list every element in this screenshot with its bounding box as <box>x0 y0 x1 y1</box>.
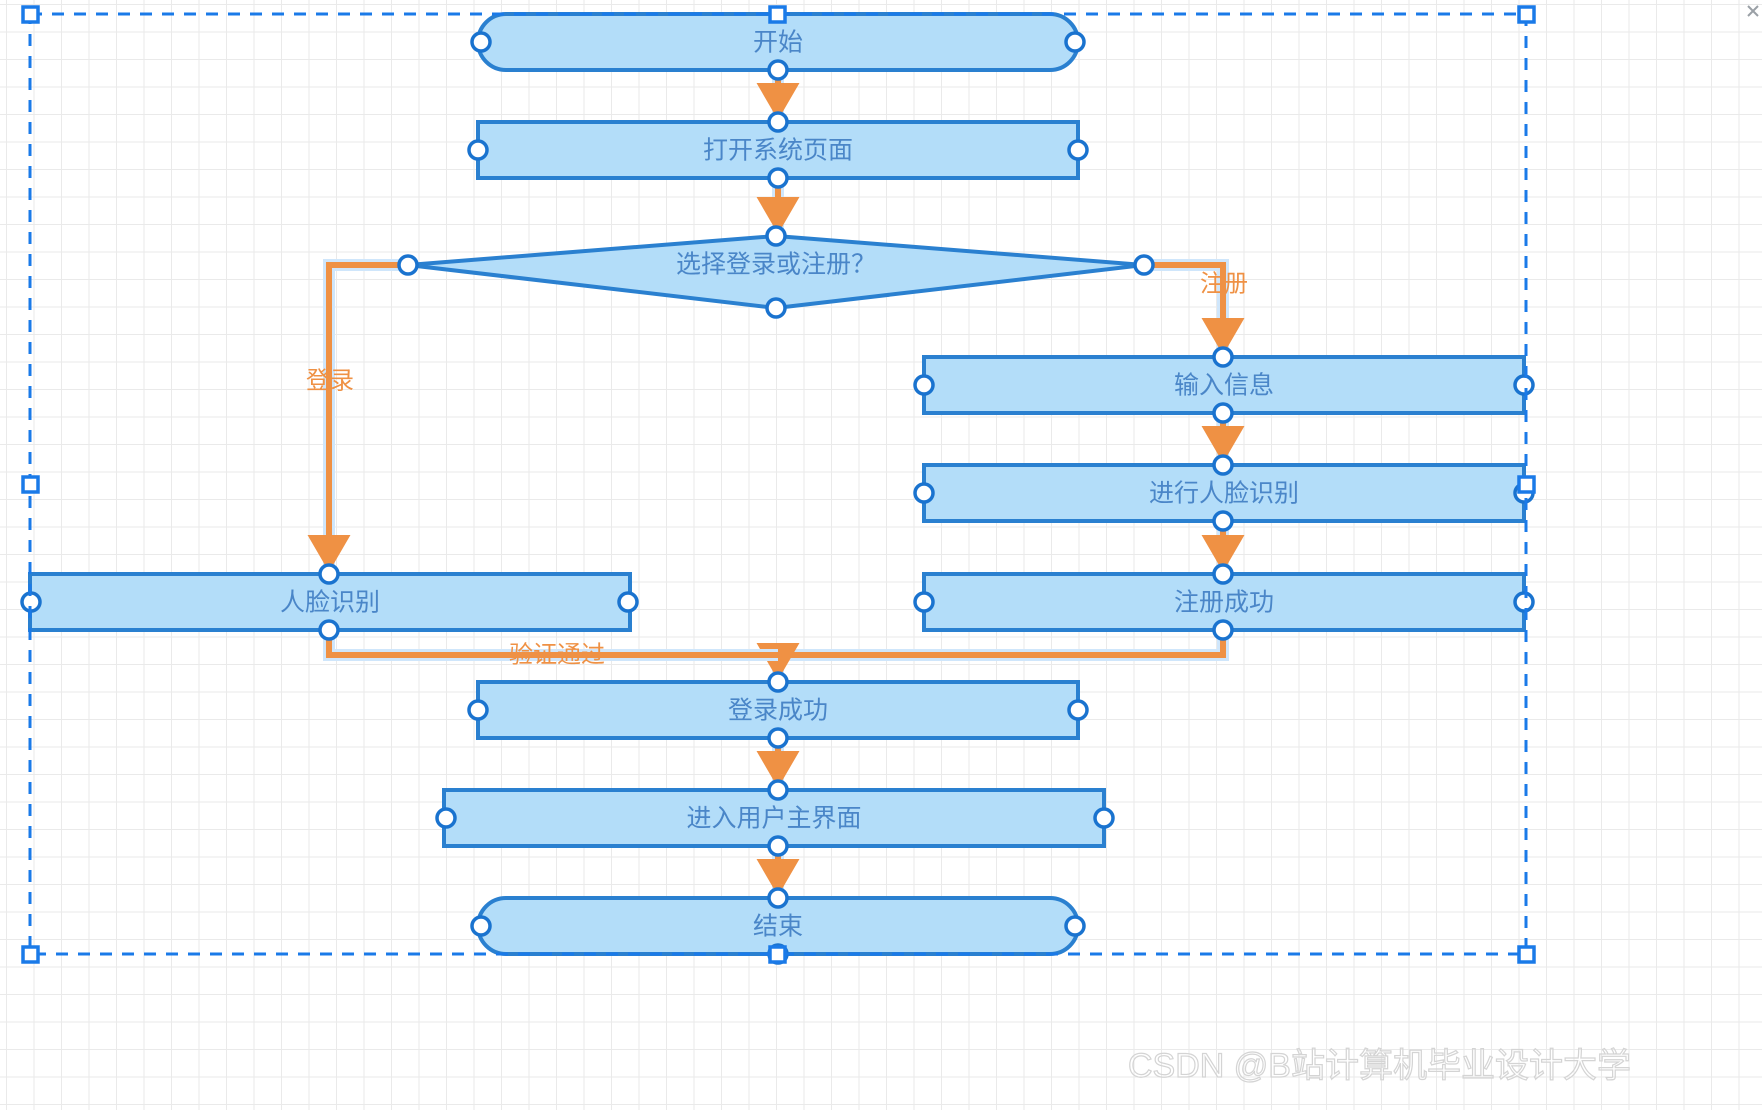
port-input-left[interactable] <box>913 374 935 396</box>
port-input-bottom[interactable] <box>1212 402 1234 424</box>
port-facelogin-top[interactable] <box>318 563 340 585</box>
port-openpage-left[interactable] <box>467 139 489 161</box>
port-regok-right[interactable] <box>1513 591 1535 613</box>
node-input-info-label: 输入信息 <box>1174 372 1274 400</box>
port-mainui-right[interactable] <box>1093 807 1115 829</box>
port-facereg-bottom[interactable] <box>1212 510 1234 532</box>
port-input-top[interactable] <box>1212 346 1234 368</box>
port-start-right[interactable] <box>1064 31 1086 53</box>
node-input-info[interactable]: 输入信息 <box>913 346 1535 424</box>
node-register-success-label: 注册成功 <box>1174 589 1274 617</box>
port-decide-bottom[interactable] <box>765 297 787 319</box>
port-end-right[interactable] <box>1064 915 1086 937</box>
port-loginok-top[interactable] <box>767 671 789 693</box>
port-input-right[interactable] <box>1513 374 1535 396</box>
port-loginok-right[interactable] <box>1067 699 1089 721</box>
nodes-layer[interactable]: 开始 打开系统页面 选择登录或注册？ <box>20 12 1535 965</box>
selection-frame[interactable] <box>21 5 1536 964</box>
port-regok-bottom[interactable] <box>1212 619 1234 641</box>
port-mainui-top[interactable] <box>767 779 789 801</box>
node-end-label: 结束 <box>753 913 803 941</box>
node-open-system-page-label: 打开系统页面 <box>703 137 853 165</box>
port-start-left[interactable] <box>470 31 492 53</box>
port-mainui-bottom[interactable] <box>767 835 789 857</box>
port-start-bottom[interactable] <box>767 59 789 81</box>
selection-handle-middle-right[interactable] <box>1517 475 1536 494</box>
selection-handle-top-right[interactable] <box>1517 5 1536 24</box>
edge-face-login-to-login-success[interactable]: 验证通过 <box>323 630 778 668</box>
port-facereg-top[interactable] <box>1212 454 1234 476</box>
selection-handle-bottom-left[interactable] <box>21 945 40 964</box>
selection-handle-bottom-right[interactable] <box>1517 945 1536 964</box>
port-loginok-left[interactable] <box>467 699 489 721</box>
node-start[interactable]: 开始 <box>470 12 1086 81</box>
node-perform-face-recognition[interactable]: 进行人脸识别 <box>913 454 1535 532</box>
node-enter-main-ui[interactable]: 进入用户主界面 <box>435 779 1115 857</box>
node-perform-face-recognition-label: 进行人脸识别 <box>1149 480 1299 508</box>
node-face-login-label: 人脸识别 <box>280 589 380 617</box>
node-login-success-label: 登录成功 <box>728 697 828 725</box>
edge-label-verified: 验证通过 <box>509 641 605 668</box>
port-end-top[interactable] <box>767 887 789 909</box>
port-openpage-top[interactable] <box>767 111 789 133</box>
port-decide-left[interactable] <box>397 254 419 276</box>
port-end-left[interactable] <box>470 915 492 937</box>
port-facelogin-right[interactable] <box>617 591 639 613</box>
node-decision-label: 选择登录或注册？ <box>676 251 876 279</box>
node-login-success[interactable]: 登录成功 <box>467 671 1089 749</box>
port-regok-top[interactable] <box>1212 563 1234 585</box>
edge-decide-to-face-login[interactable]: 登录 <box>306 259 408 574</box>
selection-handle-top-center[interactable] <box>768 5 787 24</box>
port-decide-right[interactable] <box>1133 254 1155 276</box>
port-openpage-right[interactable] <box>1067 139 1089 161</box>
port-openpage-bottom[interactable] <box>767 167 789 189</box>
selection-handle-middle-left[interactable] <box>21 475 40 494</box>
node-start-label: 开始 <box>753 29 803 57</box>
port-facereg-left[interactable] <box>913 482 935 504</box>
edge-decide-to-input[interactable]: 注册 <box>1144 259 1248 357</box>
watermark-text: CSDN @B站计算机毕业设计大学 <box>1128 1047 1631 1085</box>
selection-handle-top-left[interactable] <box>21 5 40 24</box>
node-open-system-page[interactable]: 打开系统页面 <box>467 111 1089 189</box>
edge-label-login: 登录 <box>306 367 354 394</box>
node-face-login[interactable]: 人脸识别 <box>20 563 639 641</box>
port-regok-left[interactable] <box>913 591 935 613</box>
node-end[interactable]: 结束 <box>470 887 1086 965</box>
port-mainui-left[interactable] <box>435 807 457 829</box>
resize-cursor-icon <box>1747 5 1759 17</box>
edge-register-success-to-login-success[interactable] <box>756 630 1229 682</box>
selection-handle-bottom-center[interactable] <box>768 945 787 964</box>
node-decision-login-or-register[interactable]: 选择登录或注册？ <box>397 225 1155 319</box>
node-register-success[interactable]: 注册成功 <box>913 563 1535 641</box>
port-decide-top[interactable] <box>765 225 787 247</box>
edge-label-register: 注册 <box>1200 270 1248 297</box>
port-loginok-bottom[interactable] <box>767 727 789 749</box>
port-facelogin-bottom[interactable] <box>318 619 340 641</box>
node-enter-main-ui-label: 进入用户主界面 <box>686 805 861 833</box>
